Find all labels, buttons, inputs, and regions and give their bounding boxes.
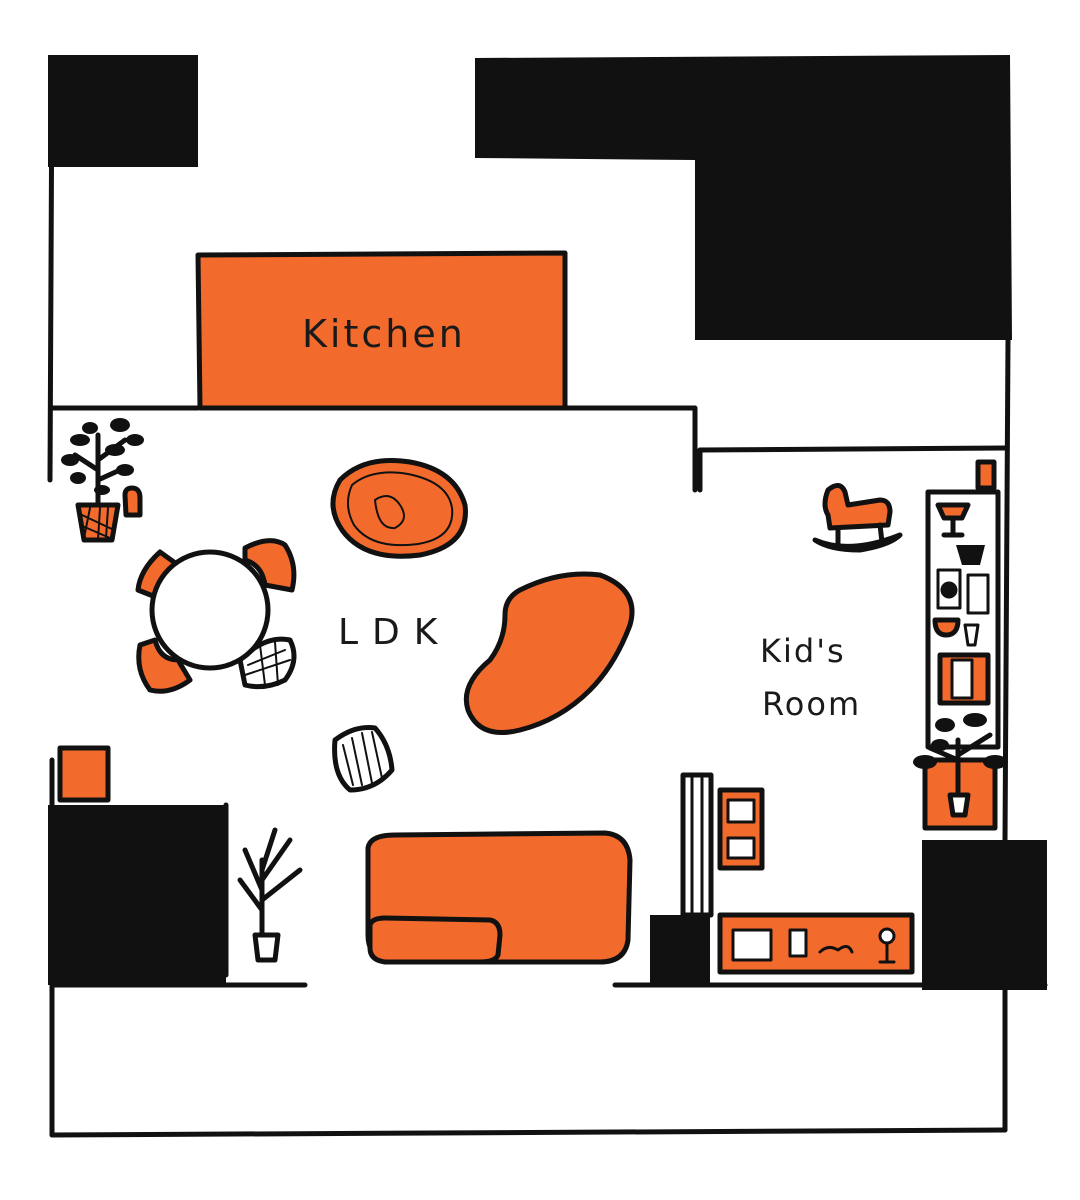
outer-wall-bottom xyxy=(49,1127,1008,1138)
lamp-icon xyxy=(878,927,896,964)
potted-plant-icon xyxy=(913,713,1007,831)
walls xyxy=(47,57,1048,1138)
rocking-horse-icon xyxy=(812,483,903,553)
room-label-room: Room xyxy=(762,685,862,723)
wall-hanging xyxy=(975,459,997,491)
rug-icon xyxy=(463,571,635,735)
round-table-icon xyxy=(135,538,297,694)
chair-icon xyxy=(242,538,297,593)
chair-icon xyxy=(136,637,193,694)
wall-top-left xyxy=(48,55,198,167)
bookshelf-icon xyxy=(925,489,1001,750)
kitchen-counter xyxy=(195,250,568,411)
outer-wall-right xyxy=(1002,337,1011,843)
room-label-kitchen: Kitchen xyxy=(302,312,466,356)
potted-plant-icon xyxy=(237,827,303,963)
tv-cabinet-icon xyxy=(717,787,765,871)
low-cabinet xyxy=(717,912,915,975)
cushion-icon xyxy=(332,725,395,793)
room-label-ldk: LDK xyxy=(338,612,452,653)
side-table xyxy=(57,745,111,803)
potted-plant-icon xyxy=(61,418,144,543)
tall-cabinet xyxy=(680,772,714,918)
round-table xyxy=(149,549,271,671)
sofa-icon xyxy=(365,830,633,965)
kids-partition xyxy=(697,445,1008,453)
wall-top-right xyxy=(475,55,1012,340)
wall-blocks xyxy=(48,55,1047,990)
wall-tv-block xyxy=(650,915,710,985)
room-label-kids: Kid's xyxy=(760,632,846,670)
outer-wall-left xyxy=(47,57,55,483)
wall-bottom-left xyxy=(48,805,226,985)
kitchen-partition-right xyxy=(562,405,698,493)
rug-icon xyxy=(330,457,468,559)
wall-bottom-right xyxy=(922,840,1047,990)
